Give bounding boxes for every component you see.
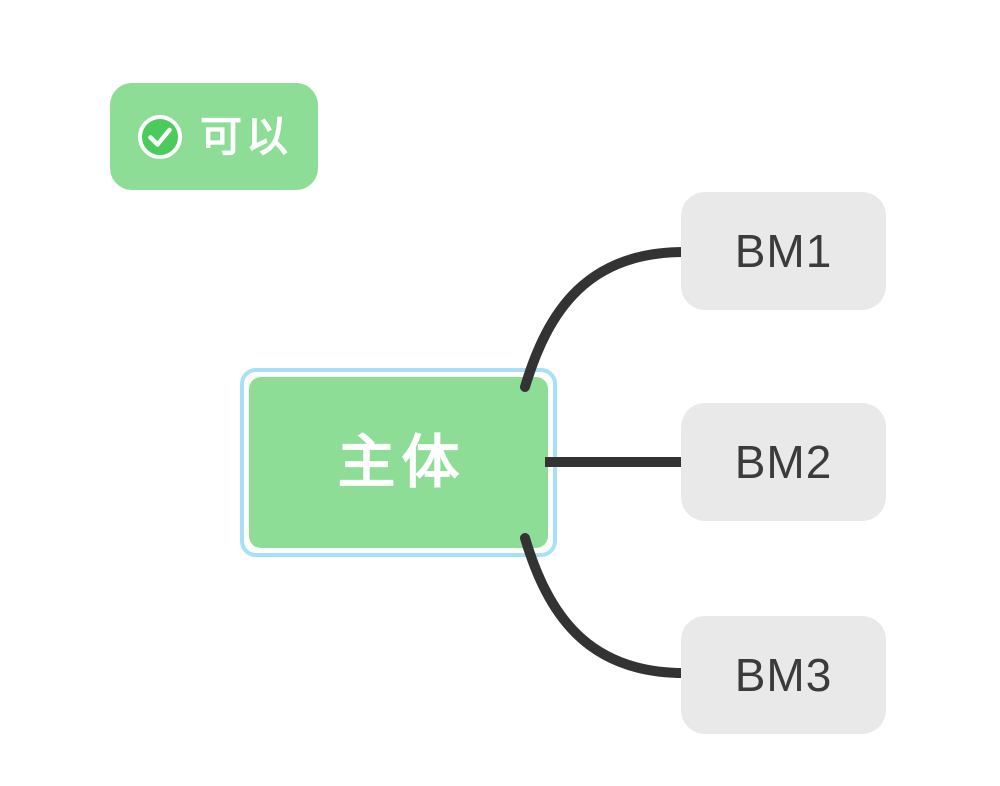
child-node-bm2[interactable]: BM2 bbox=[681, 403, 886, 521]
connector-root-to-bm1 bbox=[520, 247, 689, 392]
child-node-bm3-label: BM3 bbox=[734, 649, 833, 701]
approval-badge-label: 可以 bbox=[199, 112, 292, 160]
child-node-bm3[interactable]: BM3 bbox=[681, 616, 886, 734]
root-node-selection-ring[interactable]: 主体 bbox=[240, 368, 557, 557]
check-circle-icon bbox=[137, 114, 182, 159]
root-node[interactable]: 主体 bbox=[249, 377, 548, 548]
connector-root-to-bm3 bbox=[520, 533, 689, 678]
child-node-bm1-label: BM1 bbox=[734, 225, 833, 277]
child-node-bm1[interactable]: BM1 bbox=[681, 192, 886, 310]
child-node-bm2-label: BM2 bbox=[734, 436, 833, 488]
root-node-label: 主体 bbox=[337, 429, 466, 495]
approval-badge: 可以 bbox=[110, 83, 318, 190]
